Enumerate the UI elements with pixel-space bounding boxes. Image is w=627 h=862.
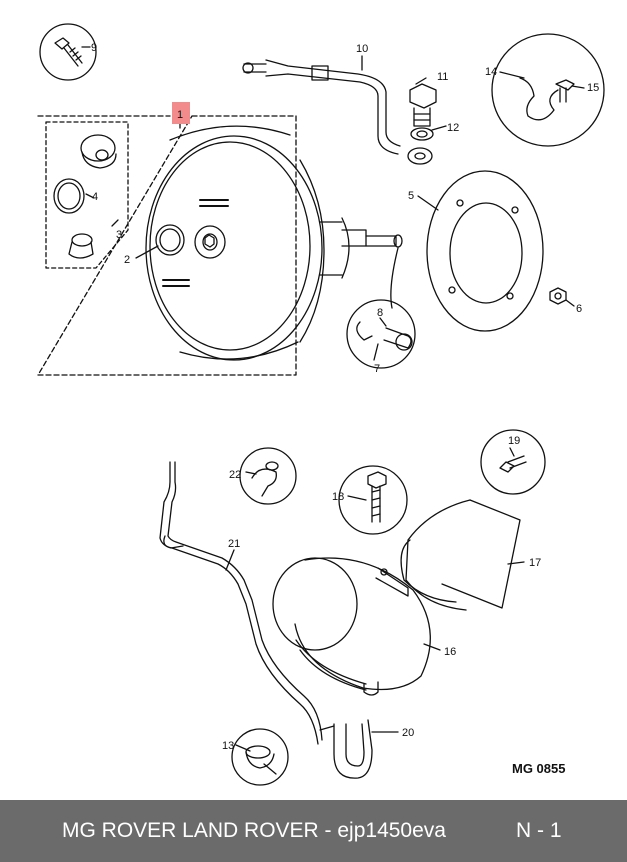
vacuum-pipe-21 xyxy=(159,461,323,745)
brake-booster xyxy=(145,125,403,361)
callout-20: 20 xyxy=(402,727,414,739)
callout-6: 6 xyxy=(576,303,582,315)
vacuum-reservoir-16 xyxy=(272,557,431,696)
valve-seal-part xyxy=(68,233,94,259)
clip-13-inset xyxy=(231,728,289,786)
bolt-18-inset xyxy=(338,465,408,535)
callout-13: 13 xyxy=(222,740,234,752)
callout-1: 1 xyxy=(177,109,183,121)
callout-4: 4 xyxy=(92,191,98,203)
footer-title: MG ROVER LAND ROVER - ejp1450eva xyxy=(62,819,446,842)
highlight-marker xyxy=(172,102,190,124)
vacuum-pipe-10 xyxy=(242,59,401,155)
callout-21: 21 xyxy=(228,538,240,550)
callout-11: 11 xyxy=(437,71,448,83)
diagram-reference: MG 0855 xyxy=(512,761,566,776)
booster-assembly-outline xyxy=(37,115,297,376)
callout-17: 17 xyxy=(529,557,541,569)
callout-19: 19 xyxy=(508,435,520,447)
washer-12 xyxy=(410,127,434,141)
callout-16: 16 xyxy=(444,646,456,658)
bracket-17 xyxy=(375,499,521,611)
callout-22: 22 xyxy=(229,469,241,481)
callout-18: 18 xyxy=(332,491,344,503)
callout-15: 15 xyxy=(587,82,599,94)
hose-20 xyxy=(319,719,373,779)
callout-12: 12 xyxy=(447,122,459,134)
callout-9: 9 xyxy=(91,42,97,54)
callout-2: 2 xyxy=(124,254,130,266)
clip-inset xyxy=(491,33,605,147)
nut-6 xyxy=(549,287,567,305)
clevis-pin-inset xyxy=(346,299,416,369)
screw-19-inset xyxy=(480,429,546,495)
footer-bar: MG ROVER LAND ROVER - ejp1450eva N - 1 xyxy=(0,800,627,862)
parts-diagram: 1 2 3 4 5 6 7 8 9 10 11 12 13 14 15 16 1… xyxy=(37,23,605,786)
callout-5: 5 xyxy=(408,190,414,202)
callout-7: 7 xyxy=(374,363,380,375)
gasket-5 xyxy=(426,170,544,332)
callout-3: 3 xyxy=(116,229,122,241)
footer-code: N - 1 xyxy=(516,819,562,842)
clip-22-inset xyxy=(239,447,297,505)
callout-8: 8 xyxy=(377,307,383,319)
o-ring-4 xyxy=(53,178,85,214)
union-11 xyxy=(409,83,437,127)
washer-lower xyxy=(407,147,433,165)
callout-labels: 1 2 3 4 5 6 7 8 9 10 11 12 13 14 15 16 1… xyxy=(91,42,599,752)
callout-14: 14 xyxy=(485,66,497,78)
bolt-9-inset xyxy=(39,23,97,81)
callout-10: 10 xyxy=(356,43,368,55)
grommet-part xyxy=(80,134,117,169)
